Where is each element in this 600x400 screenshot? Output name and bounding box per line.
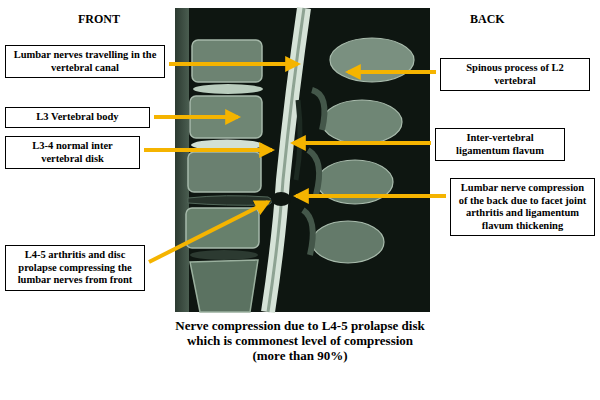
spinous-process — [322, 100, 402, 144]
side-label: FRONT — [78, 12, 120, 27]
label-text: L3 Vertebral body — [11, 111, 144, 124]
leader-arrow — [144, 148, 272, 152]
caption: Nerve compression due to L4-5 prolapse d… — [170, 318, 430, 363]
label-text: L3-4 normal inter vertebral disk — [11, 140, 134, 165]
soft-tissue — [175, 8, 189, 312]
leader-arrow — [348, 70, 436, 74]
spinous-process — [330, 38, 414, 82]
spinal-canal — [268, 8, 304, 312]
label-box: Inter-vertebral ligamentum flavum — [435, 128, 565, 161]
disk — [193, 84, 263, 94]
label-box: Spinous process of L2 vertebral — [440, 58, 590, 91]
leader-arrow — [154, 115, 238, 119]
leader-arrow — [149, 202, 268, 262]
mri-image — [175, 8, 430, 312]
label-text: Lumbar nerve compression of the back due… — [456, 182, 589, 232]
disk — [190, 250, 258, 260]
prolapsed-disk — [188, 196, 272, 206]
label-box: L3 Vertebral body — [5, 107, 150, 128]
mri-background — [175, 8, 430, 312]
leader-arrow — [169, 62, 298, 66]
ligamentum-flavum — [296, 100, 300, 180]
leader-arrow — [296, 194, 446, 198]
label-box: L3-4 normal inter vertebral disk — [5, 136, 140, 169]
vertebral-body — [192, 40, 262, 82]
label-box: L4-5 arthritis and disc prolapse compres… — [5, 245, 145, 291]
leader-arrows — [144, 64, 446, 262]
spinous-process — [312, 221, 384, 263]
label-text: Lumbar nerves travelling in the vertebra… — [11, 49, 159, 74]
nerve-roots — [268, 8, 304, 312]
side-label: BACK — [470, 12, 505, 27]
label-box: Lumbar nerves travelling in the vertebra… — [5, 45, 165, 78]
label-box: Lumbar nerve compression of the back due… — [450, 178, 595, 236]
sacrum — [190, 260, 258, 312]
label-text: Spinous process of L2 vertebral — [446, 62, 584, 87]
leader-arrow — [293, 141, 431, 145]
compression-site — [271, 192, 291, 206]
facet-joint — [303, 90, 324, 255]
label-text: L4-5 arthritis and disc prolapse compres… — [11, 249, 139, 287]
vertebral-body — [188, 152, 261, 192]
label-text: Inter-vertebral ligamentum flavum — [441, 132, 559, 157]
